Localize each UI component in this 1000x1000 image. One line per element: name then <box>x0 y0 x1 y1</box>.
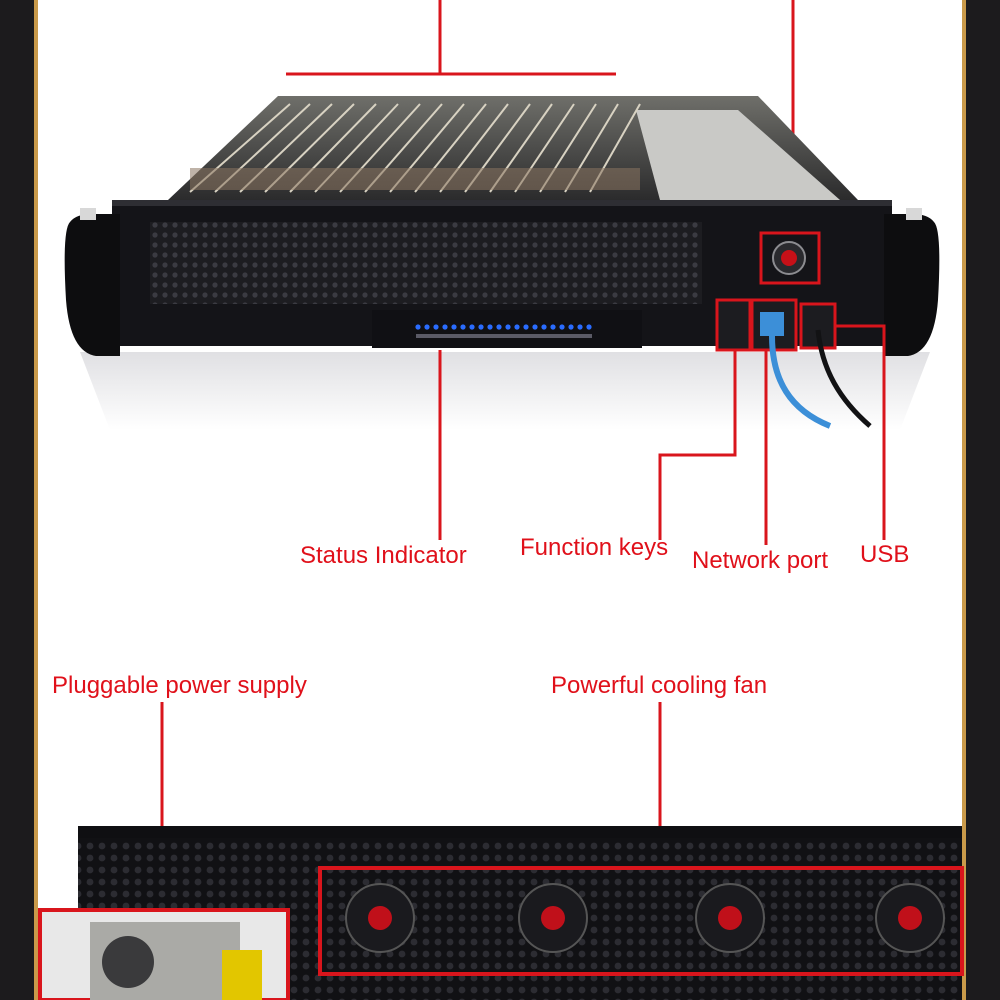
usb-label: USB <box>860 541 910 568</box>
right-gold-trim <box>962 0 966 1000</box>
left-gold-trim <box>34 0 38 1000</box>
status-led-strip <box>372 310 642 348</box>
usb-cable-icon <box>815 329 872 428</box>
server-chassis-rear <box>38 826 964 1000</box>
front-ports <box>715 298 837 352</box>
front-callout-lines <box>438 324 886 545</box>
cooling-fan-label: Powerful cooling fan <box>551 672 768 699</box>
network-port-label: Network port <box>692 547 829 574</box>
ethernet-cable-icon <box>769 335 832 429</box>
power-supply-label: Pluggable power supply <box>52 672 307 699</box>
left-border <box>0 0 38 1000</box>
server-chassis-front <box>64 96 940 356</box>
chassis-reflection <box>80 352 930 430</box>
power-button-icon <box>759 231 821 285</box>
status-indicator-label: Status Indicator <box>300 542 467 569</box>
fan-icon <box>345 883 945 953</box>
function-keys-label: Function keys <box>520 534 669 561</box>
right-border <box>962 0 1000 1000</box>
